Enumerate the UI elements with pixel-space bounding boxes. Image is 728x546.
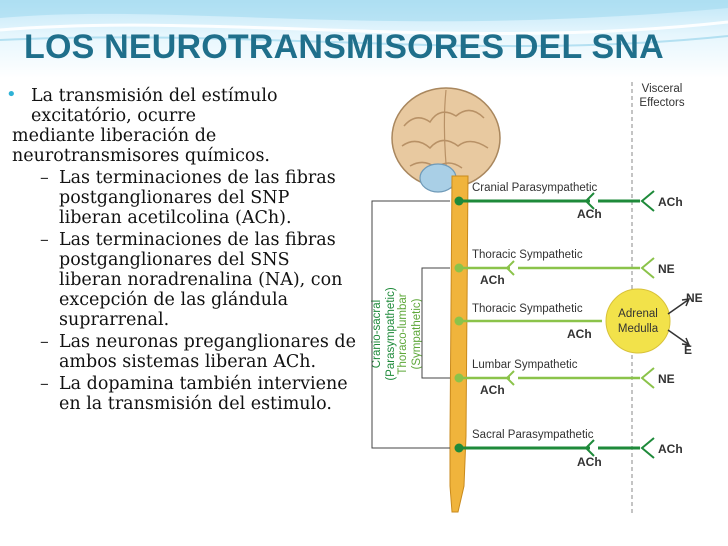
sub-bullet: – Las neuronas preganglionares de ambos … [6,332,356,372]
parasympathetic-bracket [371,200,450,449]
sub-bullet-text: La dopamina también interviene en la tra… [59,374,348,414]
row-sacral-parasympathetic: Sacral Parasympathetic ACh ACh [454,429,683,469]
nt-label: NE [658,262,675,276]
parasympathetic-label: (Parasympathetic) [385,287,397,380]
adrenal-label-2: Medulla [618,323,659,335]
row-label: Sacral Parasympathetic [472,429,594,441]
nt-label: ACh [577,455,602,469]
dash-icon: – [40,332,49,352]
sub-bullet-text: Las terminaciones de las fibras postgang… [59,230,343,330]
sympathetic-bracket [421,267,450,379]
nt-label: ACh [567,327,592,341]
bullet-dot-icon: • [6,84,17,105]
spinal-cord [449,175,469,513]
intro-line-1: La transmisión del estímulo excitatório,… [31,86,278,126]
dash-icon: – [40,374,49,394]
sub-bullet: – Las terminaciones de las fibras postga… [6,168,356,228]
sub-bullet: – Las terminaciones de las fibras postga… [6,230,356,330]
intro-line-2: mediante liberación de neurotransmisores… [12,126,270,166]
adrenal-output-ne: NE [686,291,703,305]
adrenal-output-e: E [684,343,692,357]
visceral-label: Visceral [642,83,683,95]
row-thoracic-sympathetic: Thoracic Sympathetic ACh NE [454,249,675,287]
nt-label: ACh [480,383,505,397]
nt-label: ACh [658,442,683,456]
row-label: Thoracic Sympathetic [472,303,583,315]
thoraco-lumbar-label: Thoraco-lumbar [397,293,409,374]
nt-label: ACh [658,195,683,209]
adrenal-medulla: Adrenal Medulla NE E [605,288,703,357]
row-lumbar-sympathetic: Lumbar Sympathetic ACh NE [454,359,675,397]
row-label: Cranial Parasympathetic [472,182,598,194]
sympathetic-label: (Sympathetic) [411,298,423,369]
slide-title: LOS NEUROTRANSMISORES DEL SNA [24,28,664,66]
ans-neurotransmitter-diagram: Visceral Effectors Cranio-sacral (Parasy… [371,82,703,516]
sub-bullet-text: Las terminaciones de las fibras postgang… [59,168,336,228]
nt-label: NE [658,372,675,386]
intro-paragraph: • La transmisión del estímulo excitatóri… [6,84,356,167]
text-panel: • La transmisión del estímulo excitatóri… [6,84,356,415]
row-label: Lumbar Sympathetic [472,359,578,371]
slide-header: LOS NEUROTRANSMISORES DEL SNA [0,0,728,78]
cranio-sacral-label: Cranio-sacral [371,300,383,368]
nt-label: ACh [577,207,602,221]
adrenal-label-1: Adrenal [618,308,658,320]
brain-illustration [391,87,501,193]
header-wave-decoration [0,0,728,48]
nt-label: ACh [480,273,505,287]
row-cranial-parasympathetic: Cranial Parasympathetic ACh ACh [454,182,683,221]
row-label: Thoracic Sympathetic [472,249,583,261]
dash-icon: – [40,230,49,250]
effectors-label: Effectors [639,97,684,109]
row-thoracic-to-adrenal: Thoracic Sympathetic ACh [454,303,602,341]
sub-bullet: – La dopamina también interviene en la t… [6,374,356,414]
dash-icon: – [40,168,49,188]
sub-bullet-text: Las neuronas preganglionares de ambos si… [59,332,356,372]
